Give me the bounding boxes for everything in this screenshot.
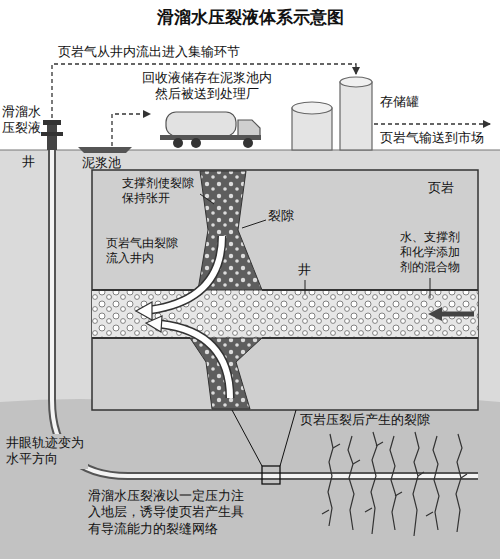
market-line (374, 123, 490, 124)
leader-line (430, 278, 431, 298)
fracture (328, 434, 333, 526)
truck-wheel (191, 138, 201, 148)
truck-wheel (243, 138, 253, 148)
callout-label: 页岩气由裂隙流入井内 (106, 236, 182, 266)
region-label: 页岩 (428, 180, 454, 196)
pipe-wall (92, 289, 198, 291)
zoom-line (232, 410, 262, 466)
gas-arrow-head (136, 302, 152, 320)
callout-label: 支撑剂使裂隙保持张开 (122, 176, 198, 206)
mixture-arrow-head (428, 307, 442, 321)
wellhead-cap (43, 120, 61, 125)
recovered-fluid-line (112, 114, 150, 146)
flow-note: 回收液储存在泥浆池内然后被送到处理厂 (140, 70, 274, 103)
leader-line (305, 280, 306, 294)
wellhead (47, 124, 57, 150)
fracture (371, 432, 377, 534)
fracture-branch (322, 442, 467, 516)
fracture-network (322, 432, 467, 536)
callout-label: 页岩压裂后产生的裂隙 (300, 412, 430, 428)
fracture (413, 432, 419, 536)
pipe-wall (92, 337, 190, 339)
gas-flow-line (52, 64, 356, 118)
mud-pit (78, 147, 132, 153)
pipe-wall (262, 289, 478, 291)
gas-arrow-outline (160, 324, 230, 398)
fracture (390, 436, 396, 530)
fracture (433, 436, 439, 530)
short-tank-top (292, 102, 332, 114)
flow-note: 页岩气从井内流出进入集输环节 (58, 44, 240, 60)
zoom-box (262, 466, 280, 484)
wellhead-valve (41, 132, 63, 136)
caption-note: 滑溜水压裂液以一定压力注入地层，诱导使页岩产生具有导流能力的裂缝网络 (88, 488, 248, 537)
mixture-arrow (440, 312, 474, 317)
tall-tank-top (340, 77, 372, 87)
part-label: 井 (22, 154, 35, 170)
part-label: 泥浆池 (82, 155, 121, 171)
callout-label: 井 (298, 262, 311, 278)
inset-pipe (92, 290, 478, 338)
truck-wheel (173, 138, 183, 148)
truck-tank (166, 112, 236, 136)
truck-cab (238, 120, 260, 136)
fracture (348, 436, 354, 530)
part-label: 滑溜水压裂液 (2, 104, 44, 137)
leader-line (200, 194, 214, 204)
flow-note: 页岩气输送到市场 (380, 130, 484, 146)
zoom-line (280, 410, 296, 466)
well-pipe-core (52, 150, 478, 476)
ground-surface (0, 149, 500, 150)
part-label: 存储罐 (380, 94, 419, 110)
tall-tank (340, 82, 372, 150)
fracture (456, 434, 462, 532)
diagram-title: 滑溜水压裂液体系示意图 (0, 6, 500, 29)
gas-arrow (160, 324, 230, 398)
callout-label: 裂隙 (268, 208, 294, 224)
fracture-upper (198, 171, 262, 290)
pipe-wall (262, 337, 478, 339)
callout-label: 水、支撑剂和化学添加剂的混合物 (400, 230, 464, 275)
leader-line (242, 220, 266, 228)
well-pipe (52, 150, 478, 476)
gas-arrow-head (146, 316, 162, 332)
callout-label: 井眼轨迹变为水平方向 (4, 434, 88, 469)
inset-panel (92, 170, 478, 410)
